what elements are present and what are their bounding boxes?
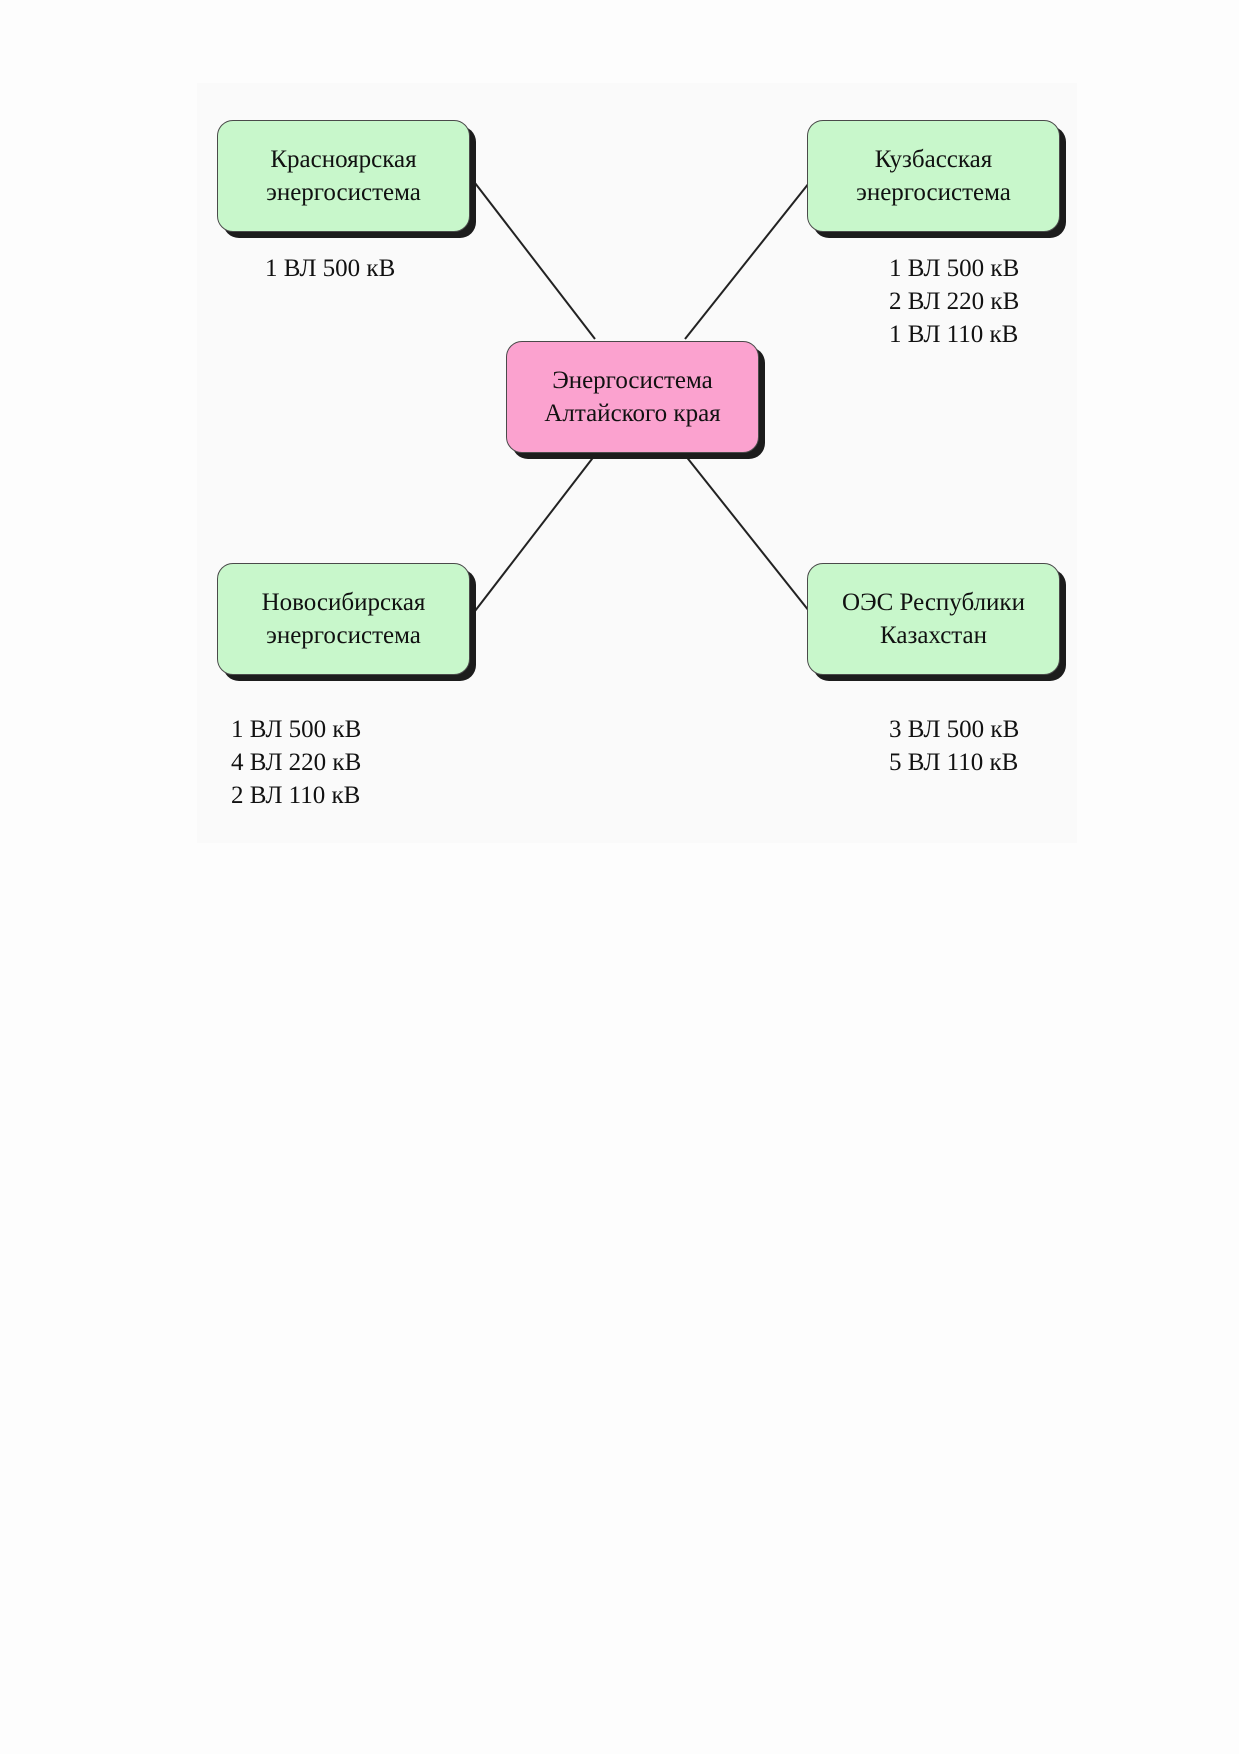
kuzbass-lines: 1 ВЛ 500 кВ 2 ВЛ 220 кВ 1 ВЛ 110 кВ [889,252,1019,351]
novosibirsk-lines: 1 ВЛ 500 кВ 4 ВЛ 220 кВ 2 ВЛ 110 кВ [231,713,361,812]
connector-krasnoyarsk [474,182,596,340]
hub-label: Энергосистема Алтайского края [544,367,721,427]
node-krasnoyarsk: Красноярская энергосистема [217,120,470,232]
line-item: 5 ВЛ 110 кВ [889,749,1019,776]
line-item: 1 ВЛ 500 кВ [889,255,1020,282]
line-item: 4 ВЛ 220 кВ [231,749,362,776]
hub-altai-energy-system: Энергосистема Алтайского края [506,341,759,453]
node-novosibirsk-label: Новосибирская энергосистема [261,589,426,649]
line-item: 3 ВЛ 500 кВ [889,716,1020,743]
krasnoyarsk-lines: 1 ВЛ 500 кВ [265,252,395,285]
connector-kuzbass [684,182,810,340]
line-item: 1 ВЛ 110 кВ [889,321,1019,348]
node-kazakhstan-label: ОЭС Республики Казахстан [842,589,1025,649]
line-item: 2 ВЛ 110 кВ [231,782,361,809]
node-kuzbass-label: Кузбасская энергосистема [856,146,1011,206]
node-novosibirsk: Новосибирская энергосистема [217,563,470,675]
kazakhstan-lines: 3 ВЛ 500 кВ 5 ВЛ 110 кВ [889,713,1019,779]
line-item: 1 ВЛ 500 кВ [231,716,362,743]
node-krasnoyarsk-label: Красноярская энергосистема [266,146,421,206]
connector-kazakhstan [684,454,810,612]
line-item: 2 ВЛ 220 кВ [889,288,1020,315]
node-kuzbass: Кузбасская энергосистема [807,120,1060,232]
interconnection-diagram: Энергосистема Алтайского края Красноярск… [197,83,1077,843]
connector-novosibirsk [474,454,596,612]
node-kazakhstan: ОЭС Республики Казахстан [807,563,1060,675]
connector-lines [474,182,810,612]
line-item: 1 ВЛ 500 кВ [265,255,396,282]
